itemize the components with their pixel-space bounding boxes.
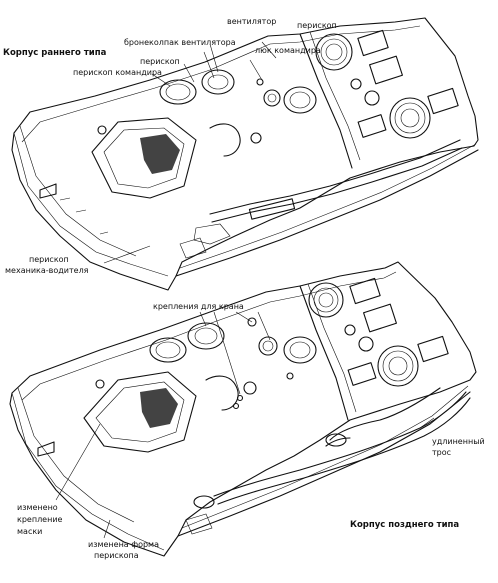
crane-mounts-label: крепления для крана — [153, 302, 244, 311]
armored-vent-cap-label: бронеколпак вентилятора — [124, 38, 236, 47]
changed-shape-label-1: изменена форма — [88, 540, 159, 549]
ventilator-label: вентилятор — [227, 17, 277, 26]
changed-shape-label-2: перископа — [94, 551, 139, 560]
driver-periscope-label-1: перископ — [29, 255, 69, 264]
lengthened-cable-label-1: удлиненный — [432, 437, 485, 446]
early-hull-drawing — [11, 17, 479, 291]
driver-periscope-label-2: механика-водителя — [5, 266, 89, 275]
changed-mount-label-3: маски — [17, 527, 43, 536]
changed-mount-label-2: крепление — [17, 515, 63, 524]
late-hull-label: Корпус позднего типа — [350, 520, 460, 530]
periscope-mid-label: перископ — [140, 57, 180, 66]
commander-periscope-label: перископ командира — [73, 68, 162, 77]
commander-hatch-label: люк командира — [255, 46, 321, 55]
lengthened-cable-label-2: трос — [432, 448, 452, 457]
changed-mount-label-1: изменено — [17, 503, 58, 512]
periscope-top-label: перископ — [297, 21, 337, 30]
early-hull-label: Корпус раннего типа — [3, 48, 107, 58]
late-hull-drawing — [9, 261, 477, 557]
leader-lines — [55, 41, 435, 539]
